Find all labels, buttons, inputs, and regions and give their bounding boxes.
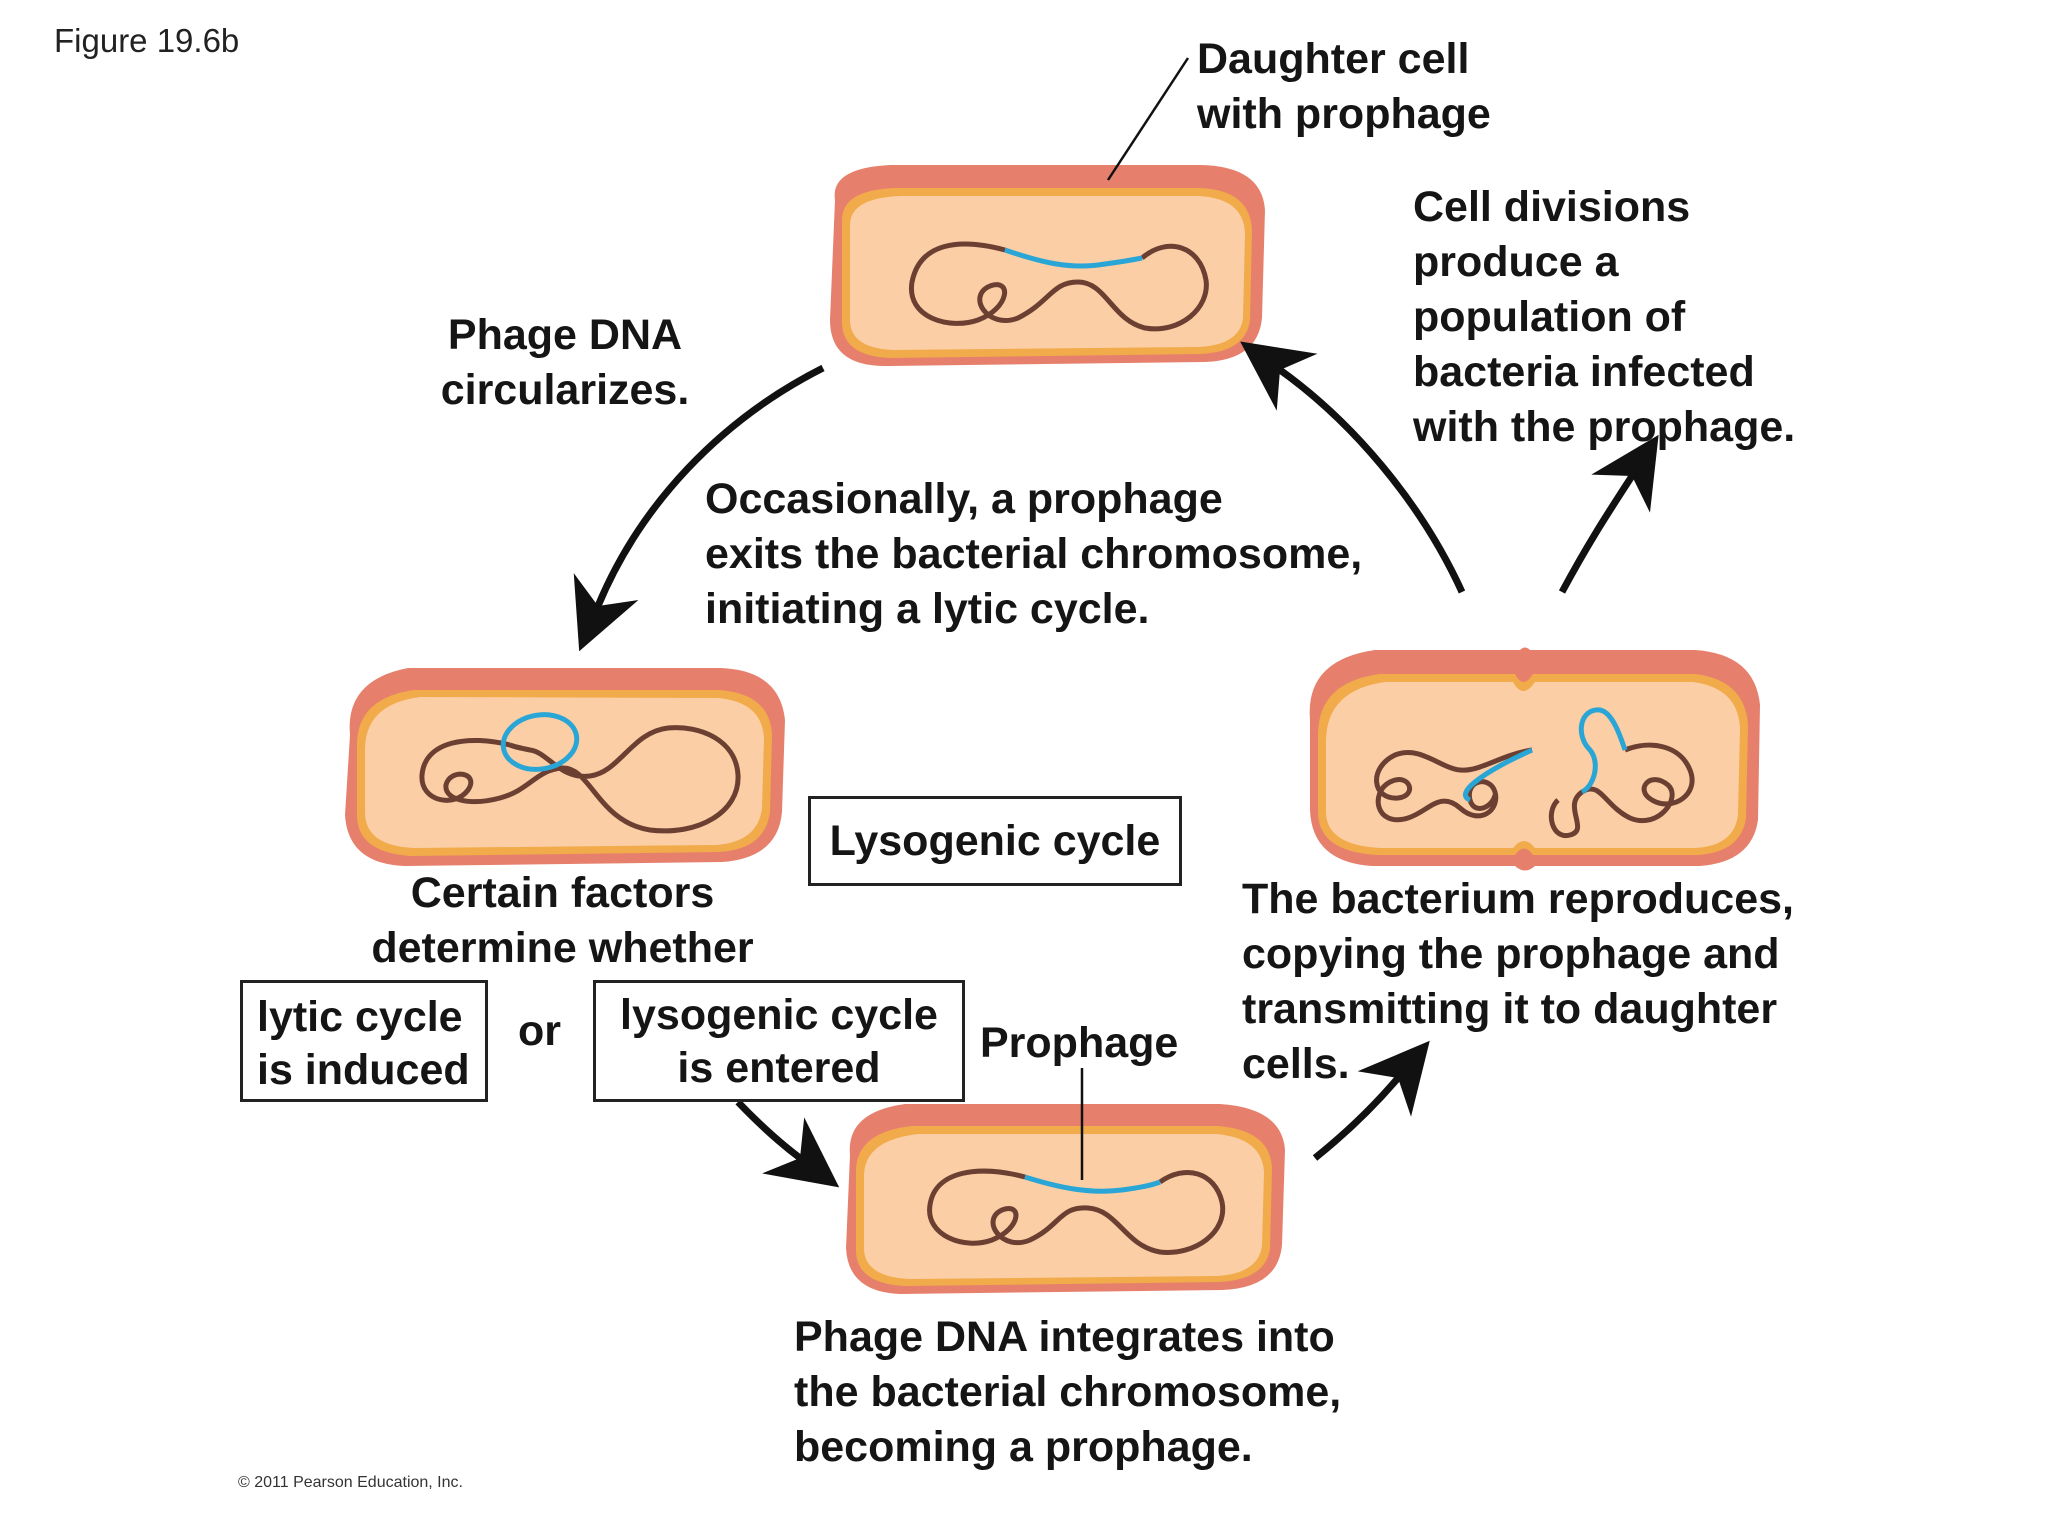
right-cell-dna-left xyxy=(1374,747,1533,823)
reproduces-label: The bacterium reproduces, copying the pr… xyxy=(1242,875,1794,1088)
prophage-label: Prophage xyxy=(980,1019,1179,1067)
integrates-label: Phage DNA integrates into the bacterial … xyxy=(794,1313,1342,1471)
arrow-top-to-left xyxy=(573,364,825,652)
right-cell-prophage-left xyxy=(1462,747,1534,803)
right-cell-dna-right xyxy=(1548,742,1695,839)
top-cell-bacterial-dna xyxy=(909,241,1209,332)
lysogenic-entered-box: lysogenic cycle is entered xyxy=(593,980,965,1102)
copyright-notice: © 2011 Pearson Education, Inc. xyxy=(238,1474,463,1491)
right-cell xyxy=(1309,647,1760,871)
bottom-cell-prophage xyxy=(1024,1174,1161,1194)
lysogenic-cycle-title-box: Lysogenic cycle xyxy=(808,796,1182,886)
arrow-bottom-to-right xyxy=(1312,1040,1430,1161)
left-cell xyxy=(345,668,785,866)
arrow-right-to-population xyxy=(1558,434,1659,594)
certain-factors-label: Certain factors determine whether xyxy=(371,869,754,972)
left-cell-circular-phage-dna xyxy=(500,712,580,772)
right-cell-prophage-right xyxy=(1578,707,1628,795)
daughter-cell-label: Daughter cell with prophage xyxy=(1197,35,1491,138)
bottom-cell xyxy=(846,1104,1285,1294)
or-label: or xyxy=(518,1007,561,1055)
arrow-choice-to-bottom xyxy=(735,1099,840,1188)
figure-label: Figure 19.6b xyxy=(54,22,240,59)
top-cell xyxy=(830,165,1265,366)
left-cell-bacterial-dna xyxy=(419,725,741,834)
daughter-cell-leader-line xyxy=(1106,57,1190,181)
cell-divisions-label: Cell divisions produce a population of b… xyxy=(1413,183,1796,451)
bottom-cell-bacterial-dna xyxy=(927,1168,1226,1255)
top-cell-prophage xyxy=(1004,247,1143,269)
arrow-right-to-top xyxy=(1240,341,1466,594)
circularizes-label: Phage DNA circularizes. xyxy=(440,311,690,414)
lytic-induced-box: lytic cycle is induced xyxy=(240,980,488,1102)
occasionally-label: Occasionally, a prophage exits the bacte… xyxy=(705,475,1363,633)
